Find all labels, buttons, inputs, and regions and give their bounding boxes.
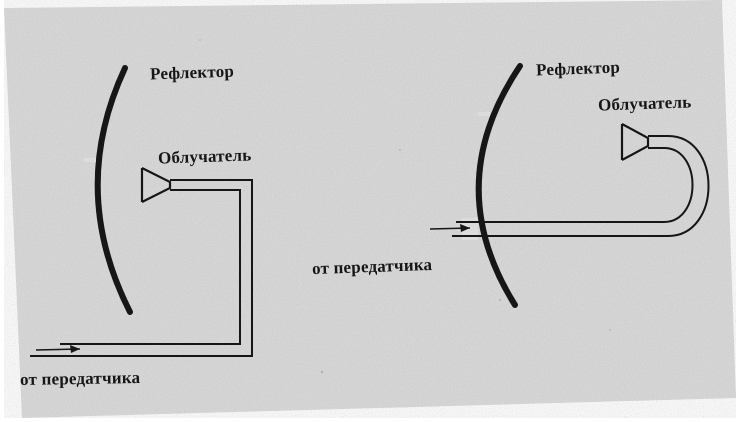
right-reflector-arc	[475, 63, 523, 308]
right-waveguide-outer	[452, 135, 710, 237]
scan-speckles	[199, 39, 611, 374]
paper-sheet	[4, 0, 736, 418]
left-feed-label: Облучатель	[157, 145, 252, 168]
left-waveguide-outer	[30, 179, 253, 357]
right-reflector-label: Рефлектор	[535, 57, 621, 80]
left-input-arrowhead	[70, 345, 80, 353]
left-feed-horn	[141, 167, 172, 203]
left-antenna-figure	[30, 65, 253, 357]
left-waveguide-inner	[60, 189, 241, 345]
right-feed-horn	[621, 123, 650, 161]
left-source-label: от передатчика	[19, 367, 141, 390]
right-antenna-figure	[429, 63, 710, 308]
left-reflector-gap	[84, 158, 96, 162]
right-input-arrowhead	[460, 224, 470, 232]
left-reflector-label: Рефлектор	[149, 61, 235, 84]
right-waveguide-inner	[456, 147, 694, 223]
right-reflector-gap-mid	[462, 218, 478, 240]
right-source-label: от передатчика	[311, 254, 433, 279]
right-feed-label: Облучатель	[597, 92, 692, 115]
left-reflector-arc	[94, 65, 133, 315]
right-reflector-gap-top	[478, 112, 490, 116]
